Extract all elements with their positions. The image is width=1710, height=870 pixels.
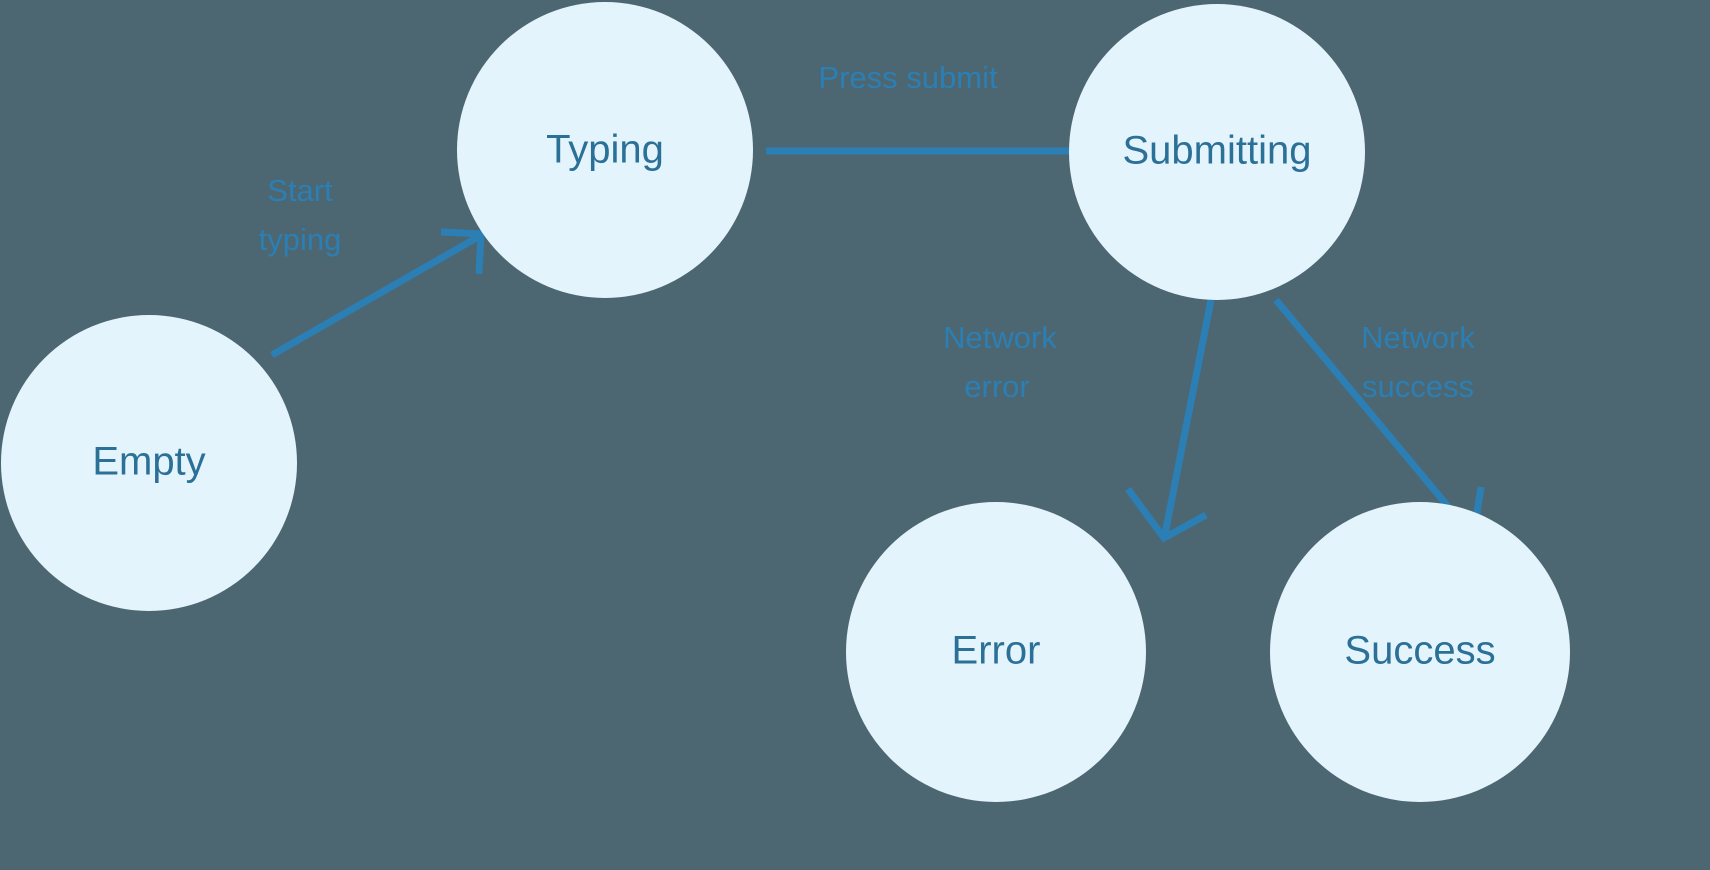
state-node-typing-circle [457, 2, 753, 298]
state-node-submitting[interactable]: Submitting [1069, 4, 1365, 300]
edge-submitting-to-success-line [1273, 297, 1474, 537]
state-node-error-label: Error [952, 629, 1041, 673]
edge-label-typing-to-submitting: Press submit [818, 60, 998, 95]
state-node-empty[interactable]: Empty [1, 315, 297, 611]
edge-label-submitting-to-success-line-2: success [1362, 369, 1474, 404]
edge-submitting-to-error[interactable] [1125, 299, 1215, 543]
state-node-error[interactable]: Error [846, 502, 1146, 802]
edge-submitting-to-error-arrowhead [1125, 486, 1208, 543]
edge-empty-to-typing[interactable] [270, 228, 485, 359]
edge-empty-to-typing-line [270, 233, 480, 359]
edge-label-empty-to-typing-line-2: typing [259, 222, 342, 257]
edge-label-submitting-to-success: Network success [1361, 320, 1475, 404]
state-node-error-circle [846, 502, 1146, 802]
edge-label-empty-to-typing-line-1: Start [267, 173, 333, 208]
edge-empty-to-typing-arrowhead [440, 228, 485, 275]
state-node-typing[interactable]: Typing [457, 2, 753, 298]
edge-label-typing-to-submitting-line-1: Press submit [818, 60, 998, 95]
edge-label-empty-to-typing: Start typing [259, 173, 342, 257]
edge-submitting-to-error-line [1161, 299, 1215, 535]
edge-label-submitting-to-error-line-2: error [964, 369, 1029, 404]
state-node-empty-label: Empty [92, 440, 205, 484]
edge-label-submitting-to-error: Network error [943, 320, 1057, 404]
state-node-typing-label: Typing [546, 128, 664, 172]
edge-label-submitting-to-error-line-1: Network [943, 320, 1057, 355]
state-node-success[interactable]: Success [1270, 502, 1570, 802]
state-node-submitting-circle [1069, 4, 1365, 300]
state-node-success-circle [1270, 502, 1570, 802]
state-node-submitting-label: Submitting [1123, 129, 1312, 173]
state-node-empty-circle [1, 315, 297, 611]
state-node-success-label: Success [1344, 629, 1495, 673]
edge-label-submitting-to-success-line-1: Network [1361, 320, 1475, 355]
